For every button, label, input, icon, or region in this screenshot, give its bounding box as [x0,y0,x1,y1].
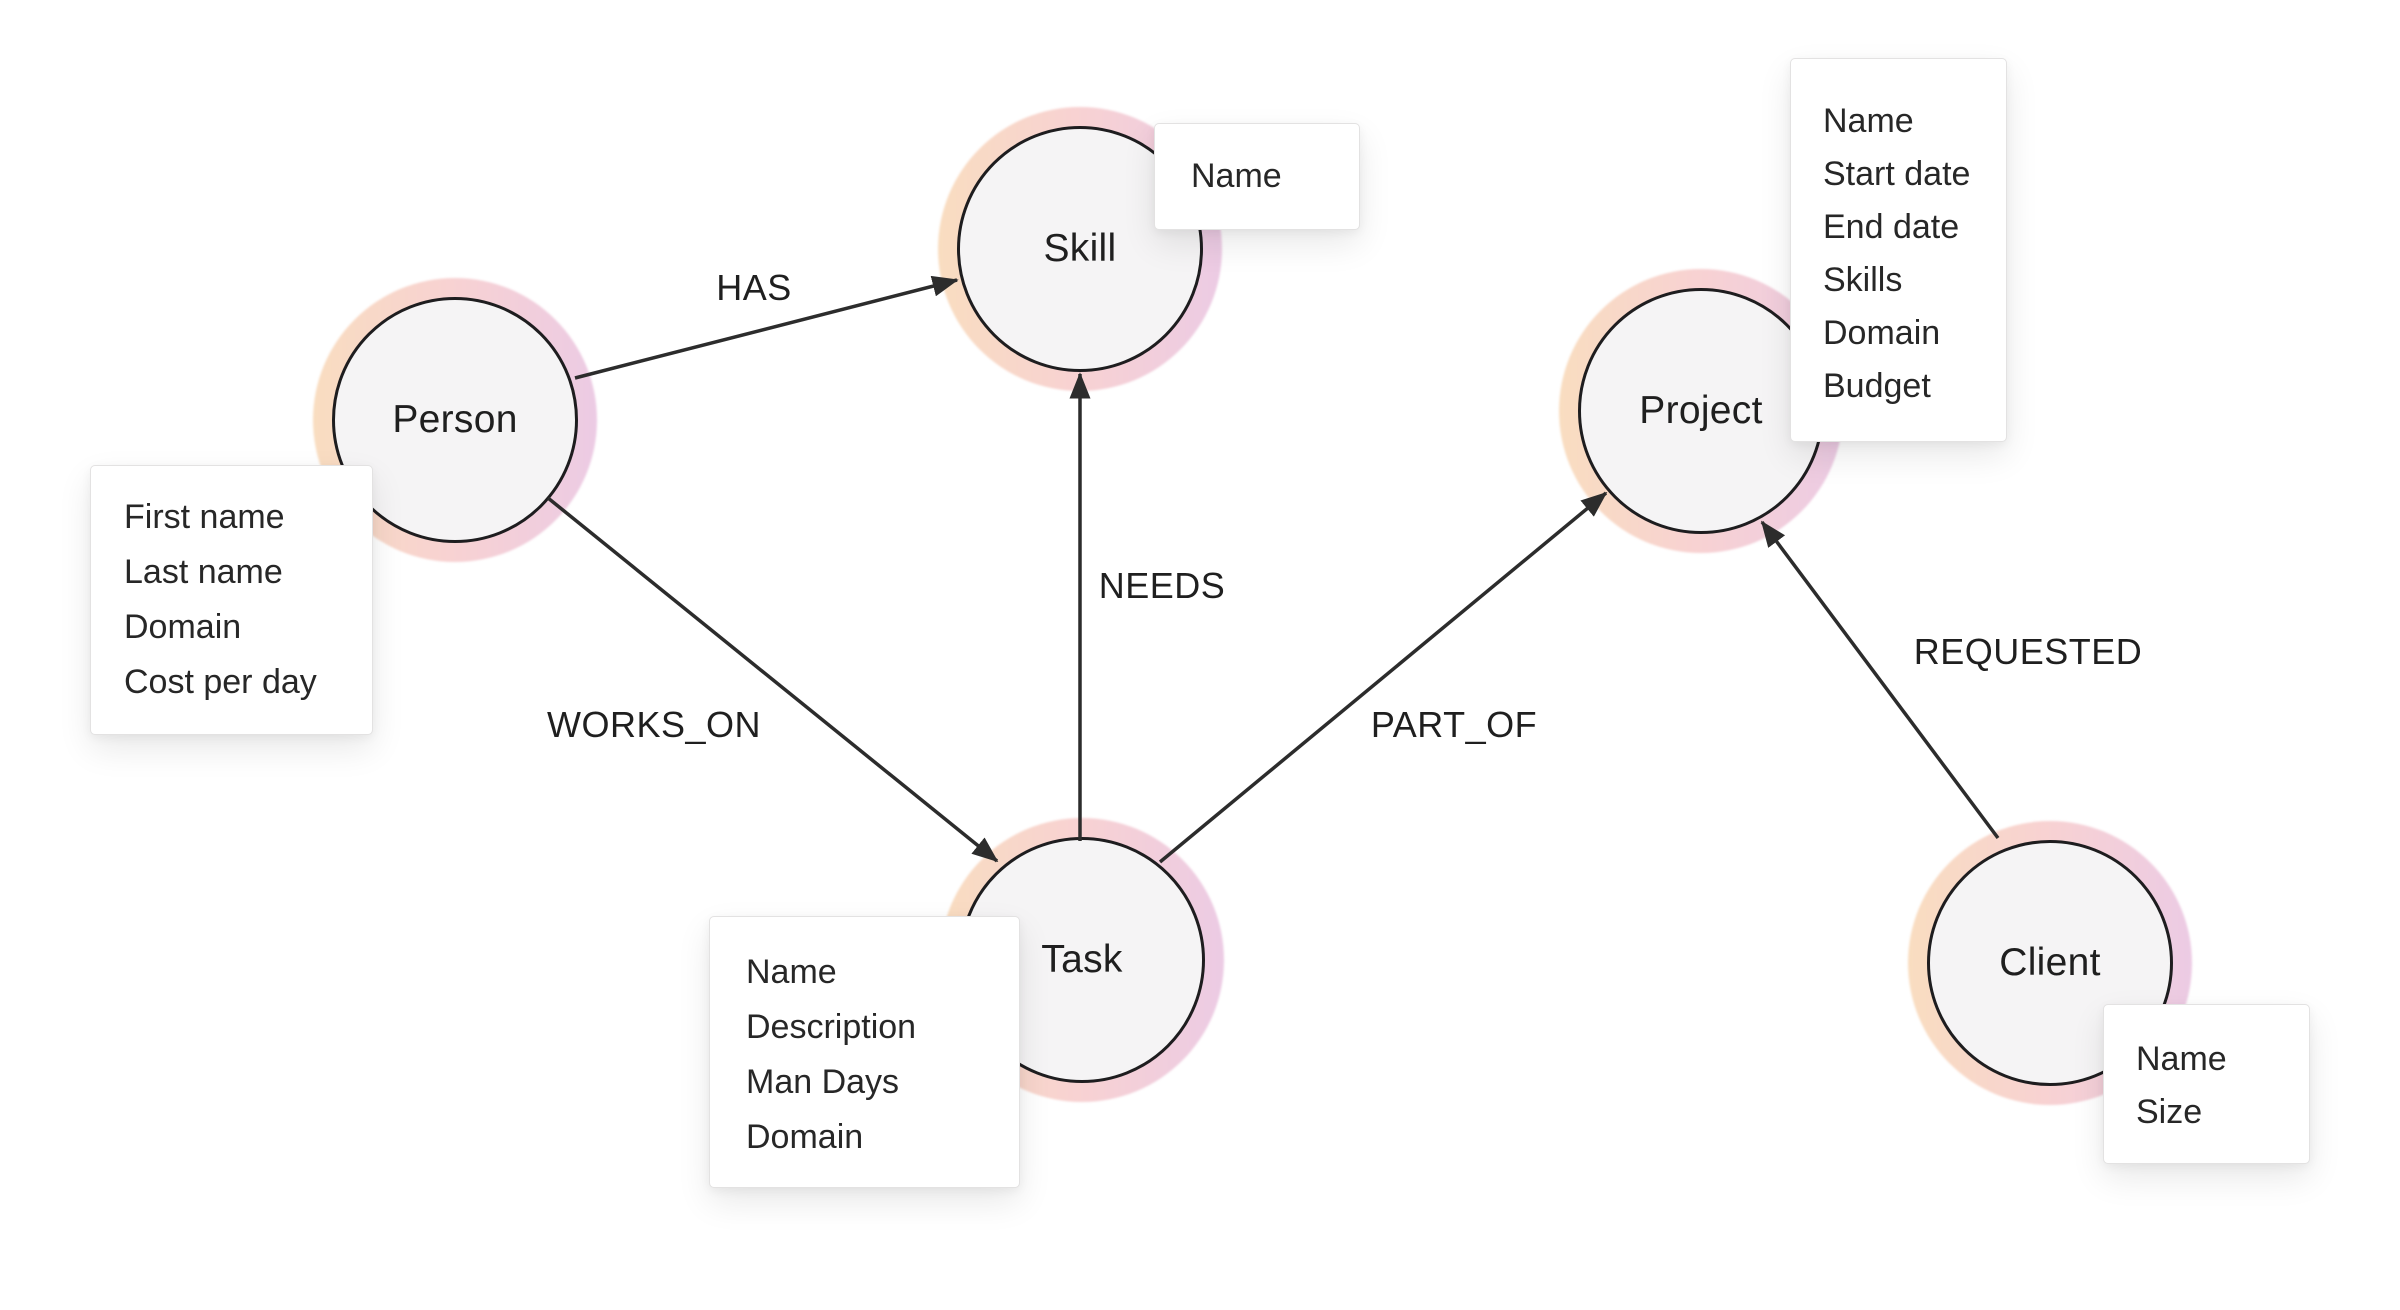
property-item: Start date [1823,155,1971,193]
client-properties-card: Name Size [2103,1004,2310,1164]
property-item: Size [2136,1093,2203,1131]
property-item: Description [746,1008,917,1046]
project-node-circle[interactable]: Project [1578,288,1824,534]
property-item: Domain [746,1118,864,1156]
property-item: End date [1823,208,1960,246]
property-item: Name [1191,157,1282,195]
task-properties-card: Name Description Man Days Domain [709,916,1020,1188]
project-node-label: Project [1639,389,1763,432]
edge-part-of-line [1158,491,1608,864]
property-item: Domain [124,608,242,646]
edge-label-requested: REQUESTED [1913,631,2143,672]
property-item: Budget [1823,367,1931,405]
skill-properties-card: Name [1154,123,1360,230]
property-item: Skills [1823,261,1903,299]
property-item: Domain [1823,314,1941,352]
property-item: Name [1823,102,1914,140]
property-item: Name [2136,1040,2227,1078]
edge-label-works-on: WORKS_ON [546,704,762,745]
project-properties-card: Name Start date End date Skills Domain B… [1790,58,2007,442]
edge-works-on-line [546,496,999,863]
property-item: Last name [124,553,283,591]
person-node-label: Person [392,398,518,441]
task-node-label: Task [1041,938,1123,981]
person-properties-card: First name Last name Domain Cost per day [90,465,373,735]
edge-label-part-of: PART_OF [1370,704,1538,745]
edge-label-needs: NEEDS [1098,565,1226,606]
property-item: First name [124,498,285,536]
property-item: Name [746,953,837,991]
edge-requested-line [1760,520,2000,840]
client-node-label: Client [1999,941,2101,984]
edge-label-has: HAS [716,267,792,308]
person-node-circle[interactable]: Person [332,297,578,543]
property-item: Man Days [746,1063,900,1101]
skill-node-label: Skill [1043,227,1117,270]
property-item: Cost per day [124,663,317,701]
